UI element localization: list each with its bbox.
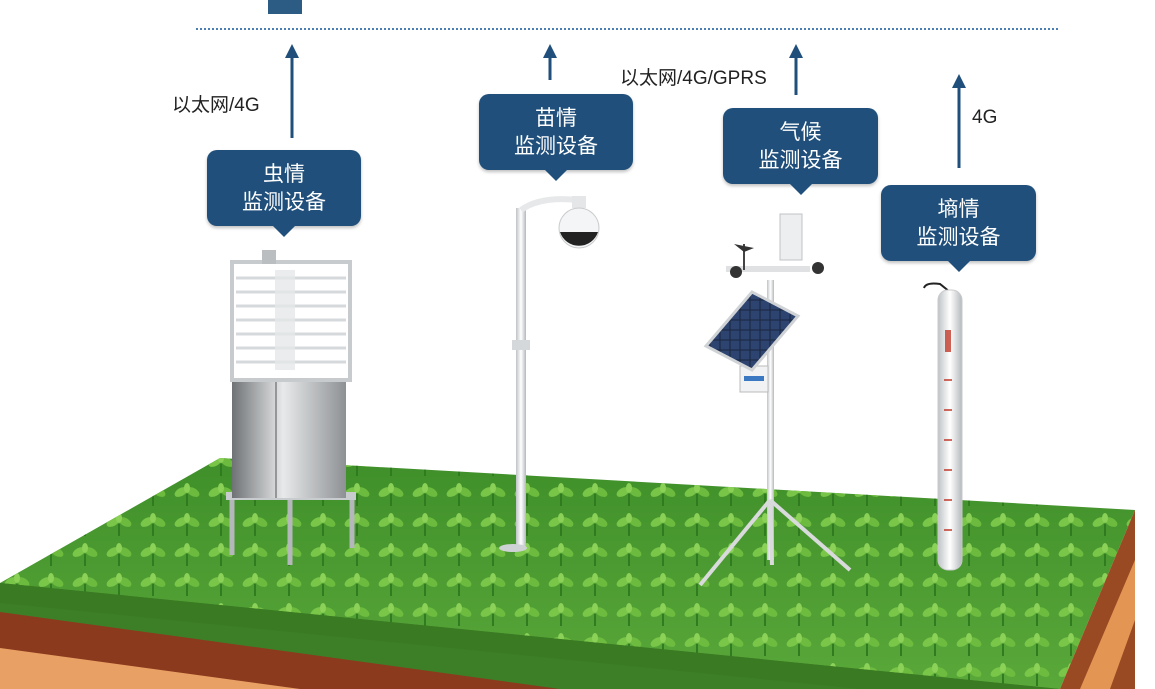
arrow-up-icon — [789, 44, 803, 58]
bubble-subtitle: 监测设备 — [758, 148, 843, 172]
arrow-up-icon — [952, 74, 966, 88]
bubble-soil-moisture-monitor: 墒情 监测设备 — [881, 185, 1036, 272]
arrow-up-icon — [285, 44, 299, 58]
bubble-title: 气候 — [779, 120, 822, 144]
bubble-insect-monitor: 虫情 监测设备 — [207, 150, 361, 237]
weather-station-device — [698, 213, 852, 587]
arrow-up-icon — [543, 44, 557, 58]
link-label-insect: 以太网/4G — [172, 95, 260, 116]
link-label-soil: 4G — [972, 107, 998, 128]
bubble-title: 苗情 — [535, 106, 577, 130]
camera-pole-device — [499, 196, 600, 552]
cloud-platform-node — [268, 0, 302, 14]
link-label-weather: 以太网/4G/GPRS — [620, 68, 767, 89]
uplink-arrows — [285, 44, 966, 168]
bubble-climate-monitor: 气候 监测设备 — [723, 108, 878, 195]
bubble-seedling-monitor: 苗情 监测设备 — [479, 94, 633, 181]
bubble-title: 墒情 — [937, 197, 980, 221]
bubble-subtitle: 监测设备 — [242, 190, 326, 214]
network-backbone-line — [196, 28, 1058, 30]
insect-trap-device — [226, 250, 356, 565]
bubble-title: 虫情 — [263, 162, 305, 186]
sand-layer — [0, 648, 300, 689]
bubble-subtitle: 监测设备 — [514, 134, 598, 158]
soil-moisture-probe — [923, 282, 963, 571]
bubble-subtitle: 监测设备 — [916, 225, 1001, 249]
